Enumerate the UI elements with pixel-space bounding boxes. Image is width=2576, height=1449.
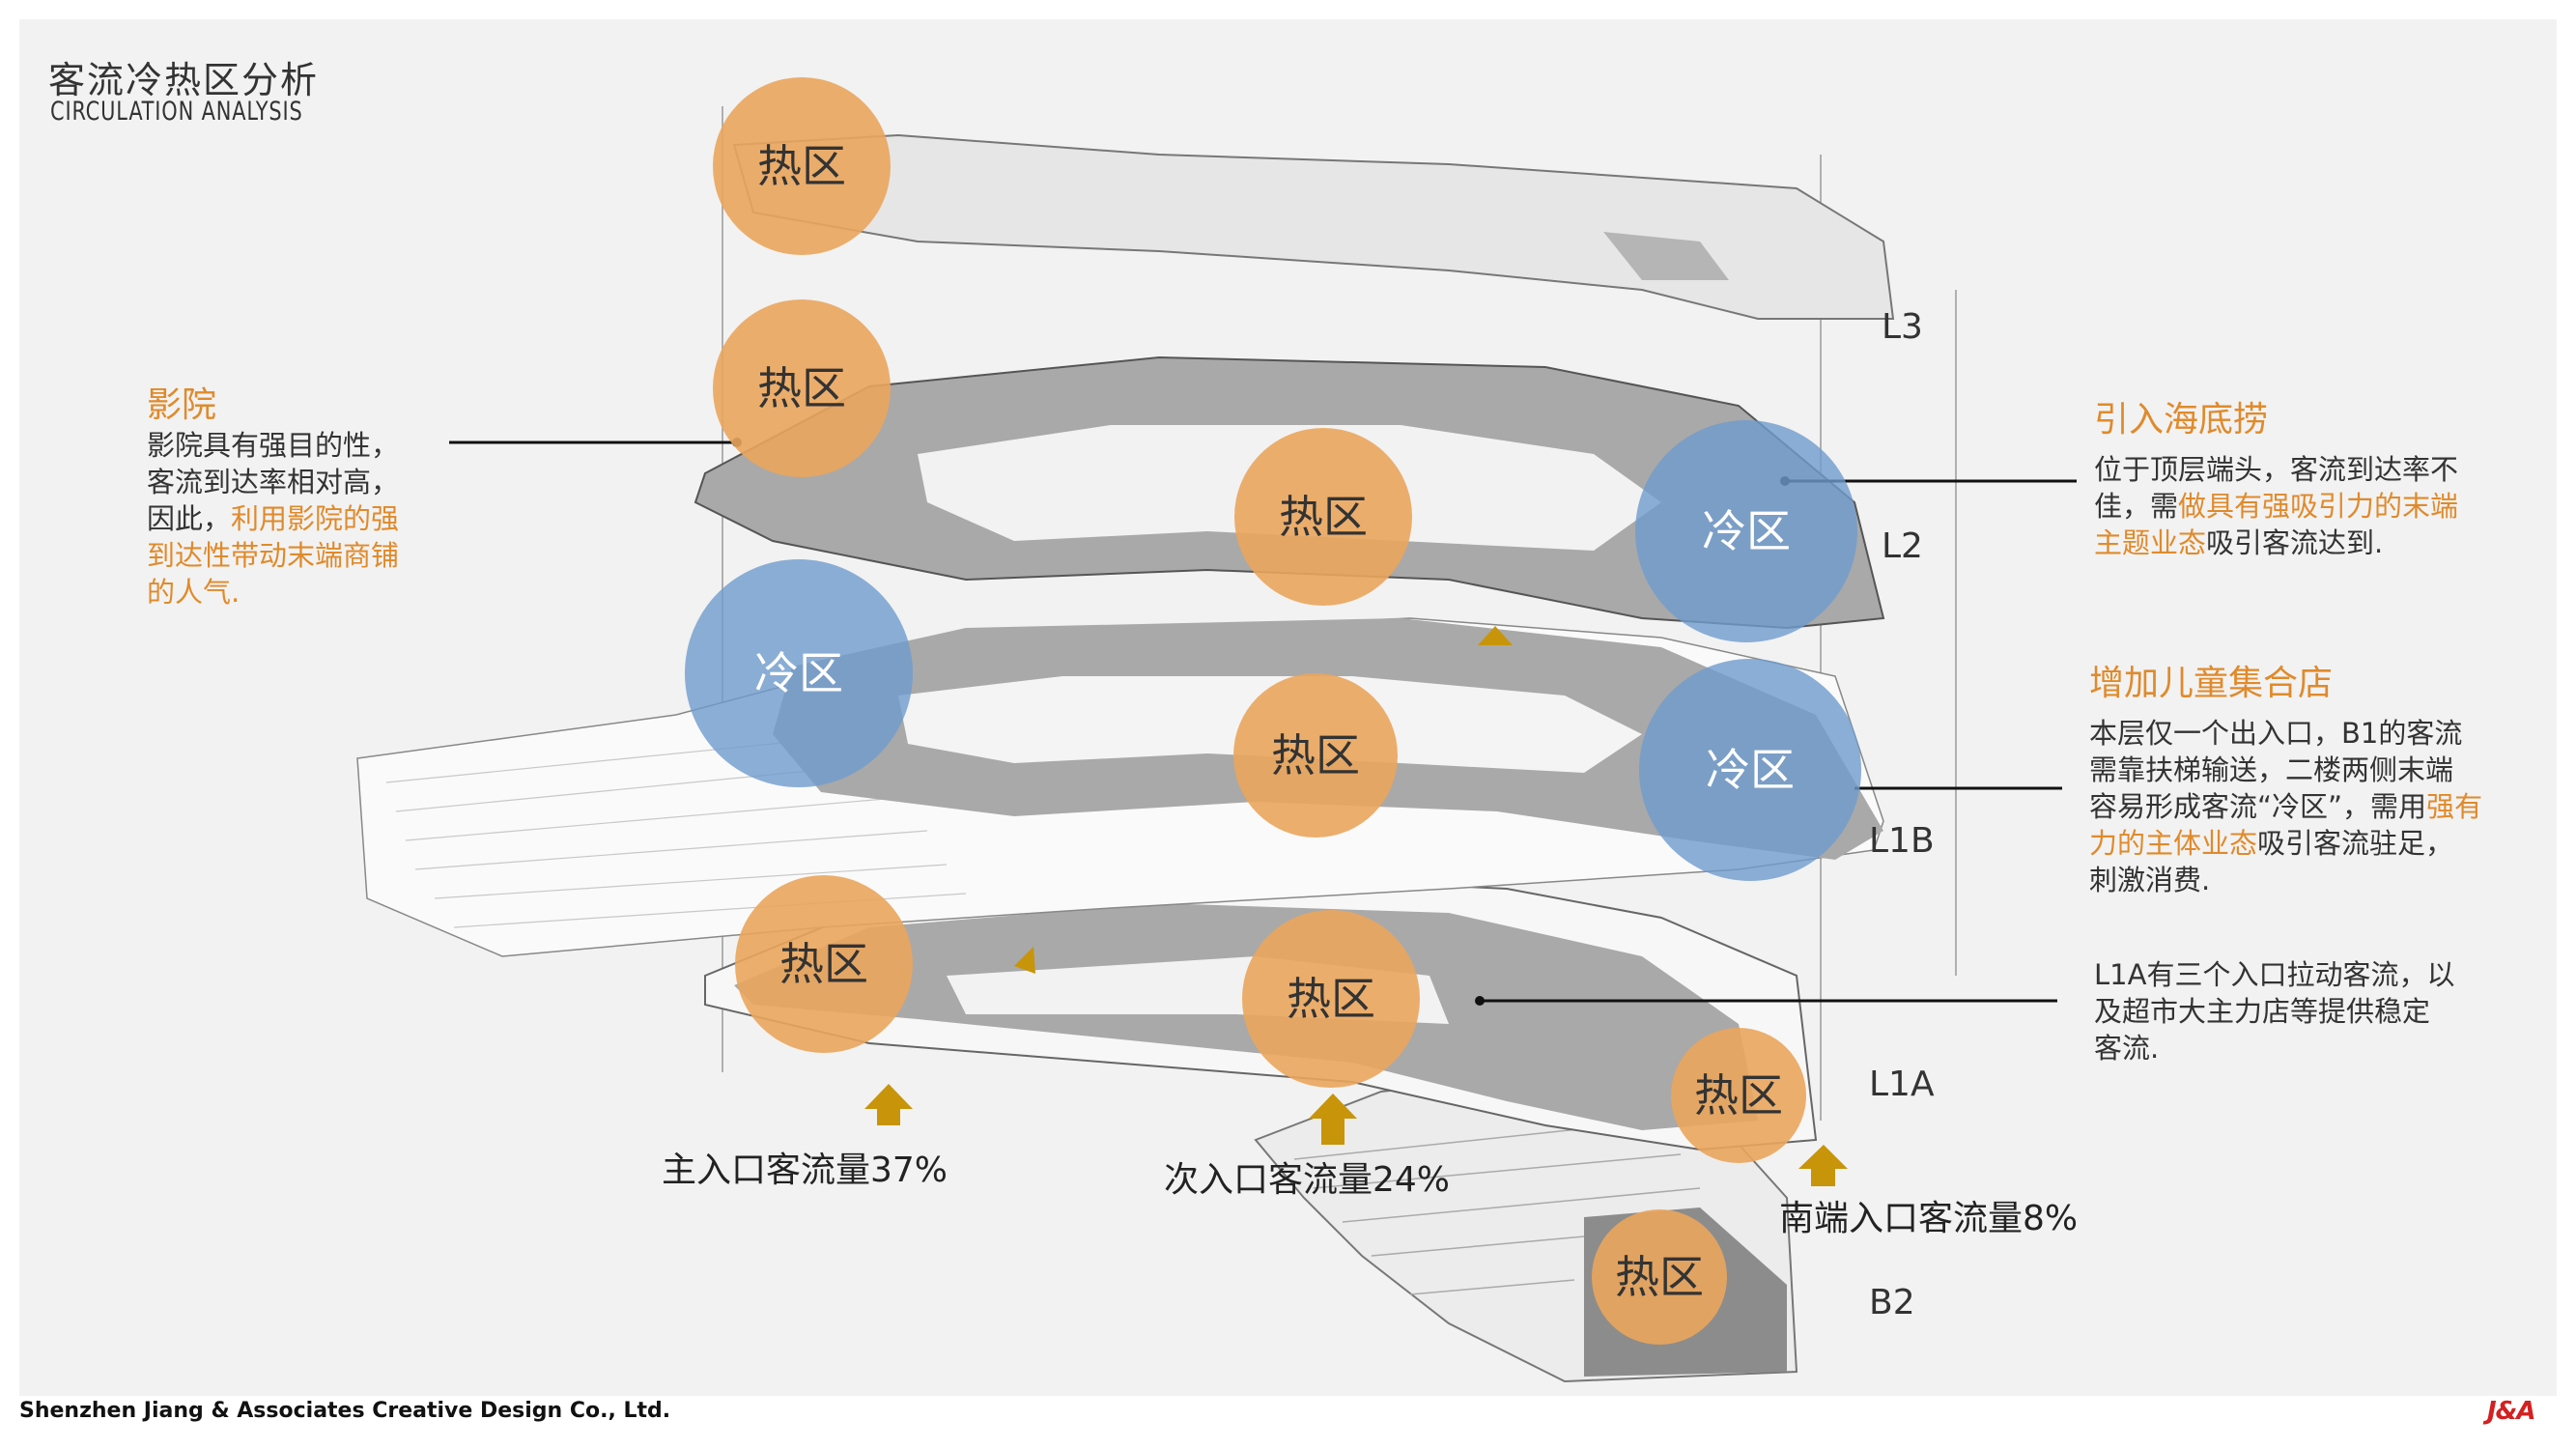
down-arrow-icon (1478, 626, 1513, 645)
page-title: 客流冷热区分析 (48, 59, 320, 101)
hot-zone-l2-left (713, 299, 891, 477)
l1a-annotation: L1A有三个入口拉动客流，以 及超市大主力店等提供稳定 客流. (2094, 956, 2529, 1066)
zone-labels: 热区 热区 热区 热区 热区 热区 热区 热区 冷区 冷区 冷区 (754, 140, 1795, 1303)
hot-label: 热区 (1279, 491, 1368, 543)
l1a-line: 客流. (2094, 1032, 2160, 1065)
hot-zones (713, 77, 1806, 1345)
kids-line: 本层仅一个出入口，B1的客流 (2089, 717, 2463, 750)
kids-line: 刺激消费. (2089, 864, 2211, 896)
haidilao-line: 佳，需 (2094, 490, 2179, 523)
level-label-b2: B2 (1869, 1283, 1915, 1322)
hot-zone-l3 (713, 77, 891, 255)
cinema-heading: 影院 (147, 385, 217, 425)
small-arrow-icon (1014, 947, 1035, 974)
hot-zone-l2-center (1234, 428, 1412, 606)
level-label-l3: L3 (1882, 307, 1923, 347)
hot-label: 热区 (1694, 1069, 1783, 1122)
hot-zone-l1a-right (1671, 1028, 1806, 1163)
l1a-line: L1A有三个入口拉动客流，以 (2094, 958, 2455, 991)
kids-heading: 增加儿童集合店 (2089, 664, 2334, 703)
cinema-annotation: 影院 影院具有强目的性， 客流到达率相对高， 因此，利用影院的强 到达性带动末端… (147, 377, 475, 611)
level-label-l1a: L1A (1869, 1065, 1935, 1104)
level-label-l1b: L1B (1869, 821, 1935, 861)
hot-label: 热区 (757, 140, 846, 192)
haidilao-heading: 引入海底捞 (2094, 400, 2269, 440)
cold-zones (685, 420, 1861, 881)
cinema-line: 影院具有强目的性， (147, 429, 400, 462)
haidilao-highlight: 做具有强吸引力的末端 (2178, 490, 2459, 523)
level-label-l2: L2 (1882, 526, 1923, 566)
cinema-highlight: 到达性带动末端商铺 (147, 539, 400, 572)
hot-label: 热区 (1615, 1251, 1704, 1303)
l1a-line: 及超市大主力店等提供稳定 (2094, 995, 2431, 1028)
company-name: Shenzhen Jiang & Associates Creative Des… (19, 1399, 671, 1423)
hot-label: 热区 (1271, 729, 1360, 781)
hot-label: 热区 (757, 362, 846, 414)
hot-zone-l1b (1233, 673, 1398, 838)
kids-line: 吸引客流驻足， (2257, 827, 2454, 860)
secondary-entrance-arrow-icon (1309, 1094, 1357, 1145)
hot-label: 热区 (1287, 973, 1375, 1025)
cold-label: 冷区 (754, 647, 843, 699)
floor-l3 (732, 133, 1895, 320)
cinema-line: 客流到达率相对高， (147, 466, 400, 498)
page-subtitle: CIRCULATION ANALYSIS (50, 97, 303, 127)
cold-label: 冷区 (1706, 744, 1795, 796)
haidilao-line: 吸引客流达到. (2206, 526, 2384, 559)
cold-zone-l1b-left (685, 559, 913, 787)
kids-highlight: 强有 (2426, 790, 2483, 823)
cold-zone-l2 (1635, 420, 1857, 642)
hot-zone-l1a-left (735, 875, 913, 1053)
haidilao-highlight: 主题业态 (2094, 526, 2207, 559)
main-entrance-label: 主入口客流量37% (662, 1151, 948, 1190)
cold-zone-l1b-right (1639, 659, 1861, 881)
secondary-entrance-label: 次入口客流量24% (1164, 1160, 1451, 1200)
cinema-highlight: 的人气. (147, 576, 241, 609)
hot-zone-l1a-center (1242, 910, 1420, 1088)
haidilao-line: 位于顶层端头，客流到达率不 (2094, 453, 2459, 486)
kids-line: 需靠扶梯输送，二楼两侧末端 (2089, 753, 2454, 786)
haidilao-annotation: 引入海底捞 位于顶层端头，客流到达率不 佳，需做具有强吸引力的末端 主题业态吸引… (2094, 391, 2519, 561)
south-entrance-label: 南端入口客流量8% (1779, 1199, 2079, 1238)
cold-label: 冷区 (1702, 505, 1791, 557)
hot-zone-b2 (1592, 1209, 1727, 1345)
kids-highlight: 力的主体业态 (2089, 827, 2258, 860)
south-entrance-arrow-icon (1798, 1145, 1848, 1186)
company-logo: J&A (2487, 1397, 2535, 1426)
cinema-highlight: 利用影院的强 (231, 502, 400, 535)
entrance-arrows (864, 626, 1848, 1186)
cinema-line: 因此， (147, 502, 232, 535)
hot-label: 热区 (779, 938, 868, 990)
main-entrance-arrow-icon (864, 1084, 913, 1125)
kids-annotation: 增加儿童集合店 本层仅一个出入口，B1的客流 需靠扶梯输送，二楼两侧末端 容易形… (2089, 655, 2543, 898)
kids-line: 容易形成客流“冷区”，需用 (2089, 790, 2427, 823)
